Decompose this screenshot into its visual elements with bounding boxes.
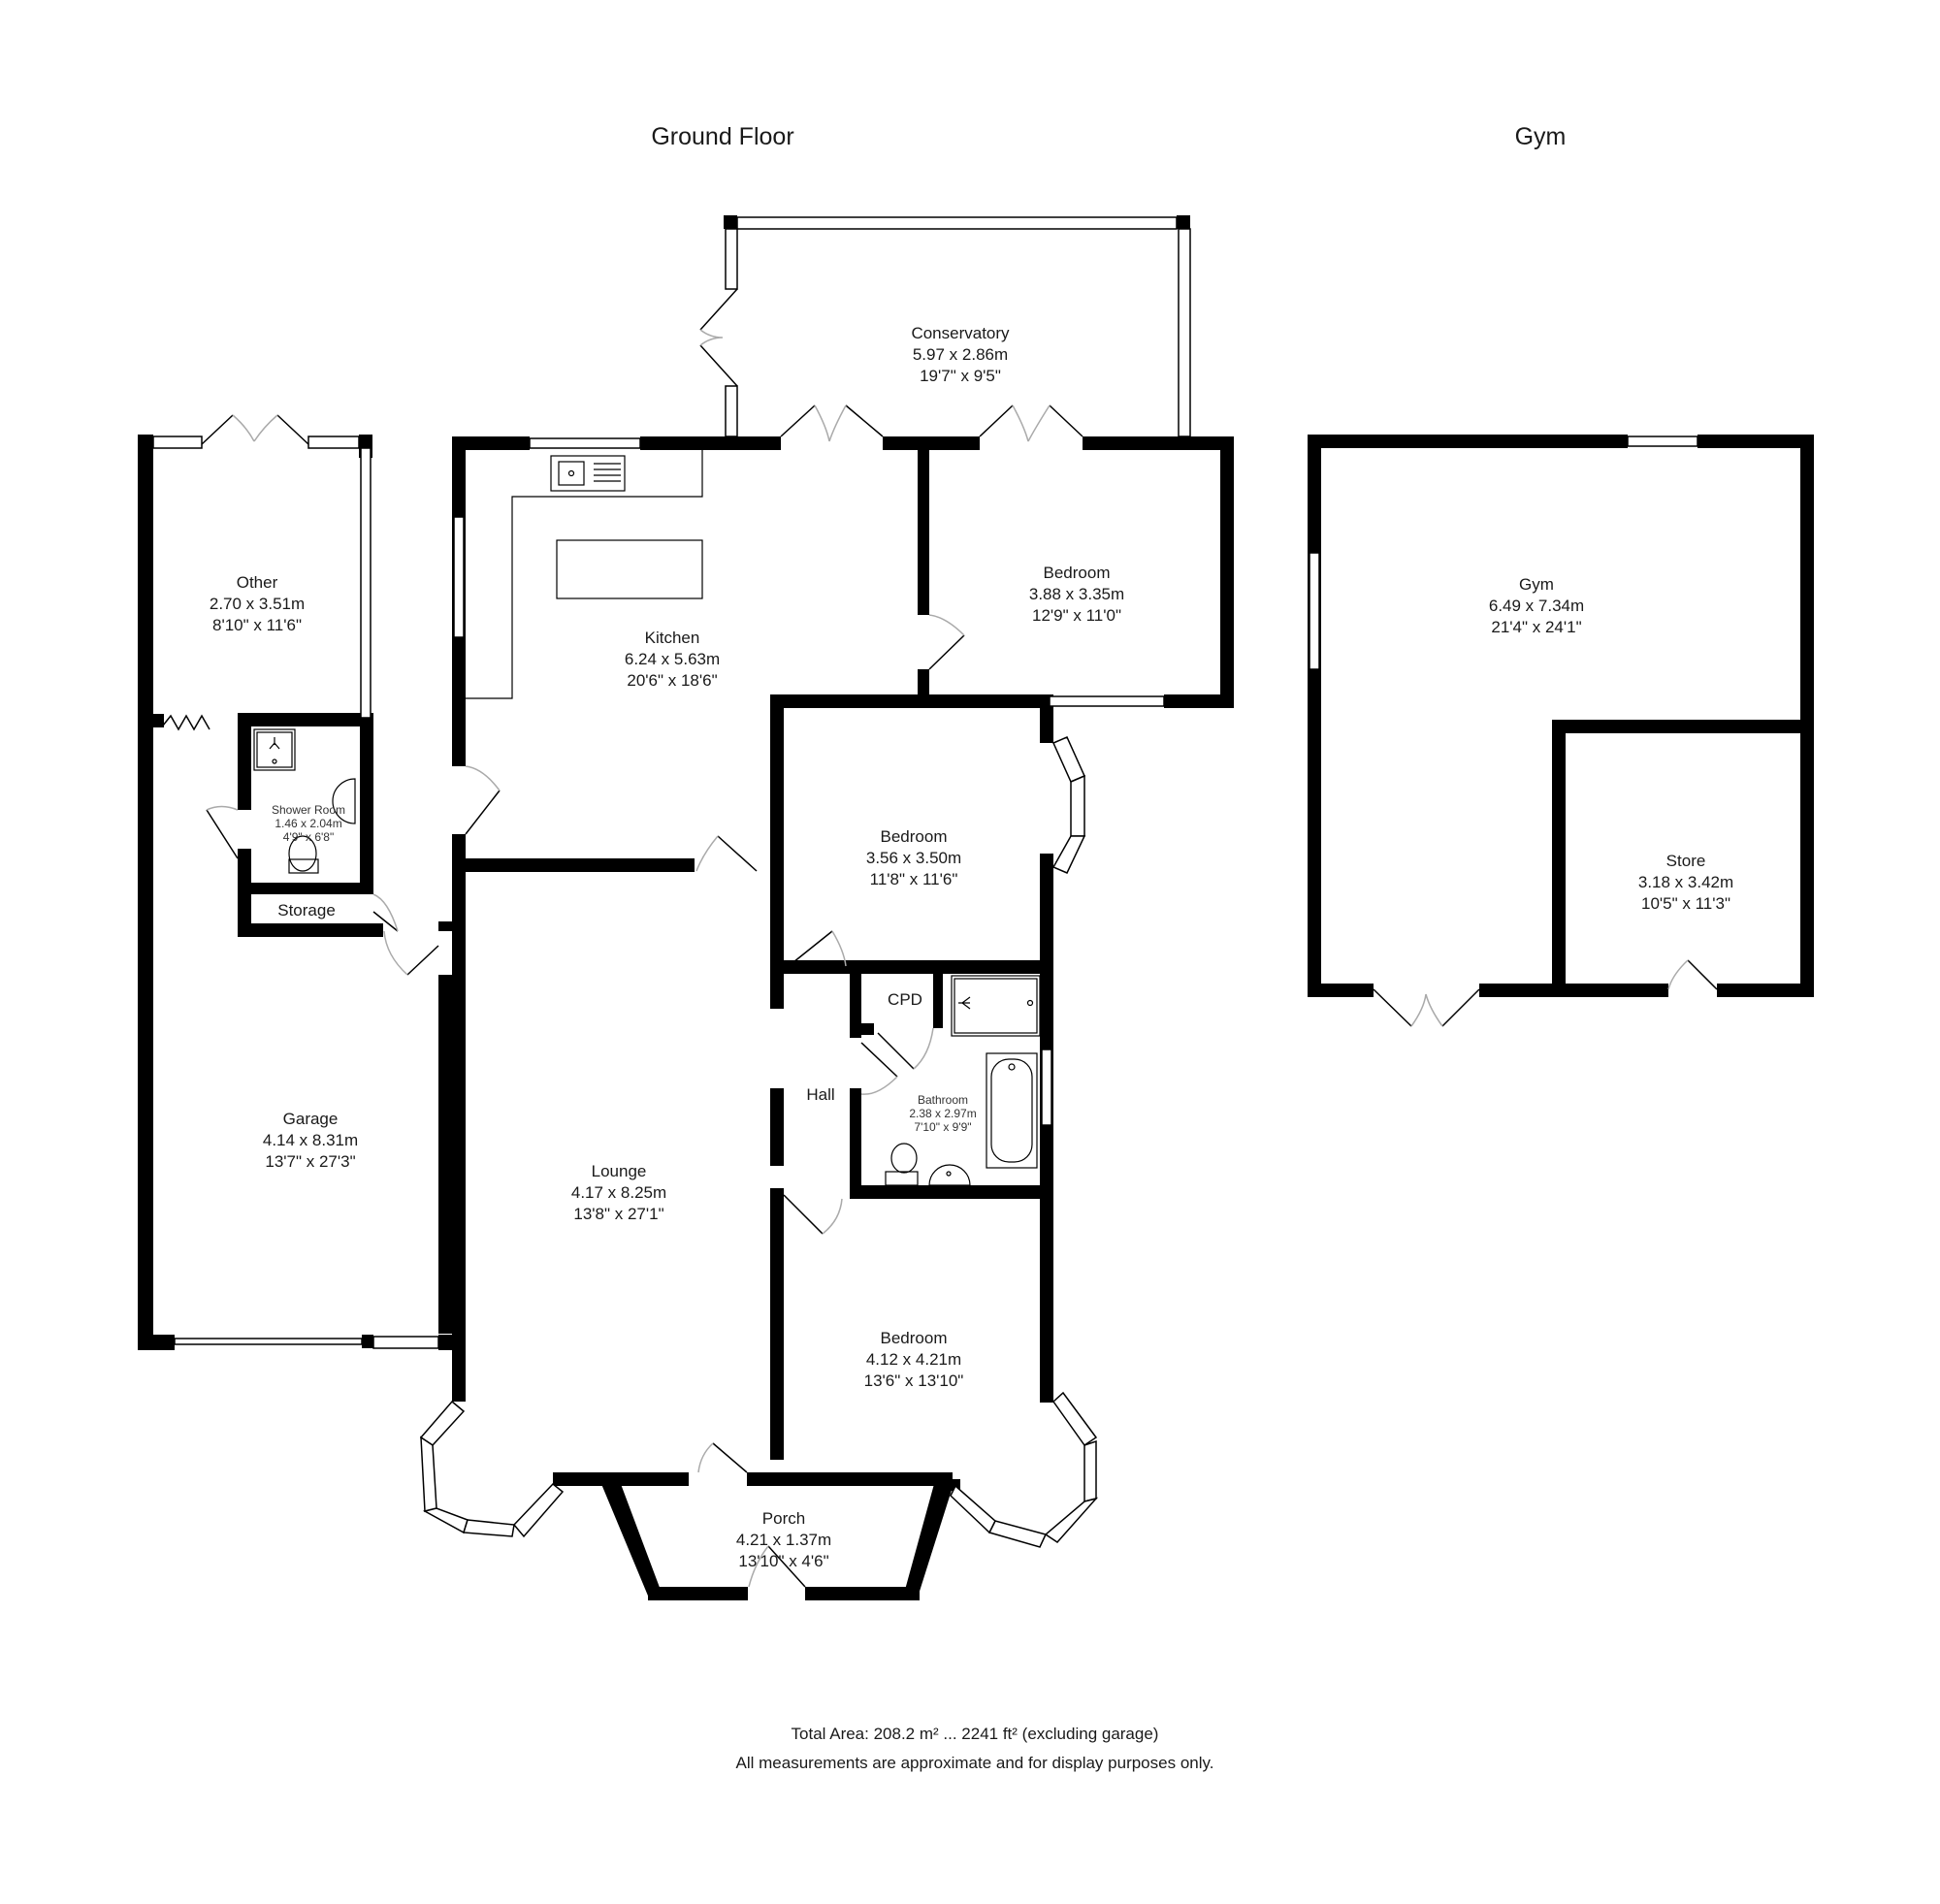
room-name: Bedroom: [1043, 564, 1111, 582]
room-label-shower-room: Shower Room 1.46 x 2.04m 4'9" x 6'8": [272, 803, 345, 844]
room-imperial: 12'9" x 11'0": [1032, 606, 1121, 625]
room-metric: 3.88 x 3.35m: [1028, 585, 1125, 603]
room-label-bedroom-middle: Bedroom 3.56 x 3.50m 11'8" x 11'6": [866, 826, 961, 890]
footer-notes: Total Area: 208.2 m² ... 2241 ft² (exclu…: [736, 1720, 1214, 1778]
room-label-bedroom-rear: Bedroom 3.88 x 3.35m 12'9" x 11'0": [1029, 563, 1124, 627]
room-metric: 3.56 x 3.50m: [865, 849, 962, 867]
room-label-conservatory: Conservatory 5.97 x 2.86m 19'7" x 9'5": [911, 323, 1009, 387]
room-label-storage: Storage: [277, 900, 336, 921]
room-label-bathroom: Bathroom 2.38 x 2.97m 7'10" x 9'9": [909, 1093, 976, 1134]
room-imperial: 11'8" x 11'6": [869, 870, 958, 888]
room-imperial: 8'10" x 11'6": [212, 616, 302, 634]
room-name: Porch: [761, 1509, 806, 1528]
room-metric: 2.70 x 3.51m: [209, 595, 306, 613]
room-imperial: 20'6" x 18'6": [627, 671, 718, 690]
room-name: Bedroom: [880, 827, 948, 846]
room-name: Bedroom: [880, 1329, 948, 1347]
room-metric: 5.97 x 2.86m: [912, 345, 1009, 364]
room-name: Hall: [806, 1085, 835, 1104]
disclaimer-text: All measurements are approximate and for…: [735, 1754, 1214, 1772]
room-label-garage: Garage 4.14 x 8.31m 13'7" x 27'3": [263, 1109, 358, 1173]
room-name: Storage: [277, 901, 336, 920]
room-name: Other: [236, 573, 278, 592]
walls: [138, 215, 1814, 1600]
room-imperial: 19'7" x 9'5": [920, 367, 1001, 385]
room-label-bedroom-front: Bedroom 4.12 x 4.21m 13'6" x 13'10": [864, 1328, 964, 1392]
room-label-lounge: Lounge 4.17 x 8.25m 13'8" x 27'1": [571, 1161, 666, 1225]
room-metric: 4.12 x 4.21m: [865, 1350, 962, 1369]
total-area-text: Total Area: 208.2 m² ... 2241 ft² (exclu…: [791, 1725, 1159, 1743]
room-metric: 6.24 x 5.63m: [624, 650, 721, 668]
room-metric: 2.38 x 2.97m: [909, 1107, 977, 1120]
room-label-cpd: CPD: [888, 989, 922, 1011]
room-name: Store: [1665, 852, 1706, 870]
room-imperial: 13'10" x 4'6": [738, 1552, 829, 1570]
room-imperial: 13'7" x 27'3": [265, 1152, 356, 1171]
room-label-hall: Hall: [806, 1084, 834, 1106]
room-imperial: 7'10" x 9'9": [914, 1120, 972, 1134]
fixtures: [253, 450, 1041, 1186]
room-name: Shower Room: [271, 803, 346, 817]
gym-floor-title: Gym: [1514, 123, 1567, 150]
room-label-other: Other 2.70 x 3.51m 8'10" x 11'6": [210, 572, 305, 636]
room-imperial: 13'8" x 27'1": [573, 1205, 664, 1223]
room-name: CPD: [888, 990, 922, 1009]
room-imperial: 4'9" x 6'8": [282, 830, 335, 844]
room-metric: 1.46 x 2.04m: [275, 817, 342, 830]
room-label-kitchen: Kitchen 6.24 x 5.63m 20'6" x 18'6": [625, 628, 720, 692]
doors: [162, 288, 1718, 1588]
room-name: Bathroom: [917, 1093, 969, 1107]
room-label-gym: Gym 6.49 x 7.34m 21'4" x 24'1": [1489, 574, 1584, 638]
room-imperial: 10'5" x 11'3": [1641, 894, 1730, 913]
room-label-store: Store 3.18 x 3.42m 10'5" x 11'3": [1638, 851, 1733, 915]
room-metric: 3.18 x 3.42m: [1637, 873, 1734, 891]
room-name: Conservatory: [911, 324, 1010, 342]
room-label-porch: Porch 4.21 x 1.37m 13'10" x 4'6": [736, 1508, 831, 1572]
room-name: Lounge: [591, 1162, 647, 1180]
room-imperial: 21'4" x 24'1": [1491, 618, 1582, 636]
room-name: Garage: [282, 1110, 339, 1128]
room-metric: 4.17 x 8.25m: [570, 1183, 667, 1202]
room-metric: 4.21 x 1.37m: [735, 1531, 832, 1549]
ground-floor-title: Ground Floor: [651, 123, 794, 150]
room-imperial: 13'6" x 13'10": [863, 1372, 964, 1390]
room-name: Gym: [1519, 575, 1554, 594]
windows: [152, 216, 1698, 1548]
room-name: Kitchen: [644, 629, 700, 647]
room-metric: 6.49 x 7.34m: [1488, 597, 1585, 615]
room-metric: 4.14 x 8.31m: [262, 1131, 359, 1149]
